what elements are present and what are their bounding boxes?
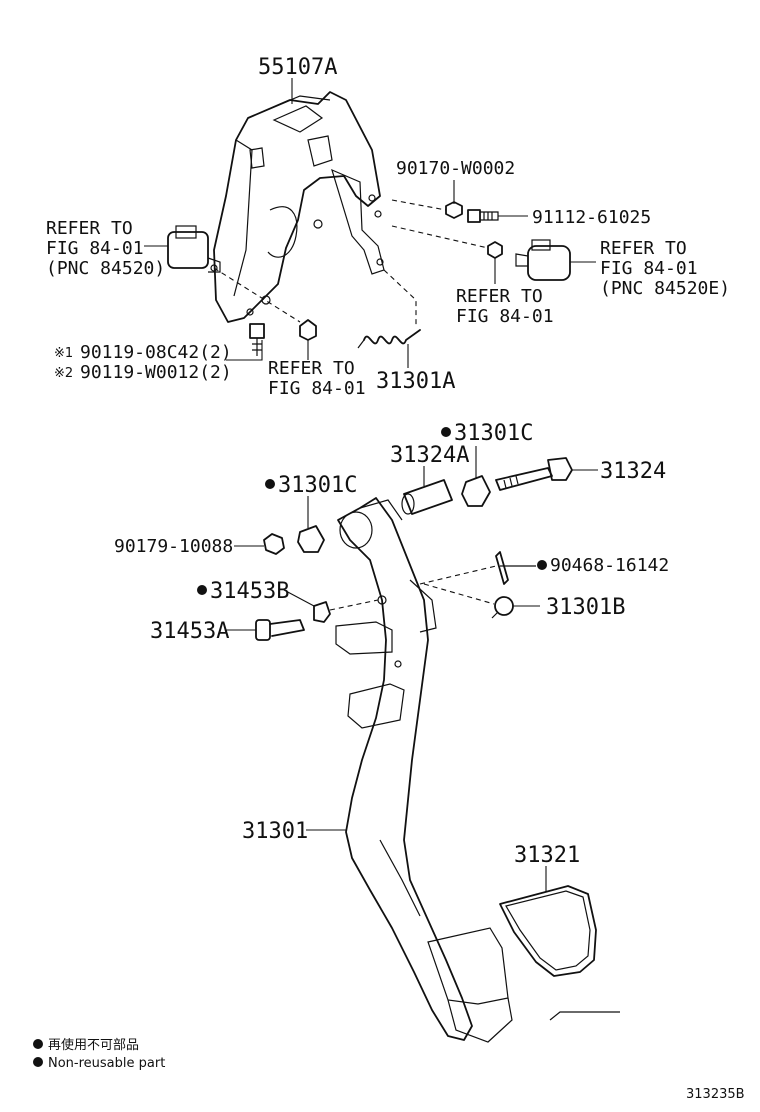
label-31324a: 31324A [390, 443, 469, 468]
bushing-31453b[interactable] [313, 601, 331, 623]
label-refer-low-2: FIG 84-01 [268, 378, 366, 399]
cushion-31301b[interactable] [491, 596, 514, 619]
label-31321: 31321 [514, 843, 580, 868]
label-31301c-left: 31301C [278, 473, 357, 498]
bracket-55107a[interactable] [213, 91, 385, 323]
bolt-90119[interactable] [249, 323, 265, 356]
dash-nut-90170 [391, 199, 447, 211]
dash-switch-left [213, 267, 301, 323]
leader-31453b [283, 589, 315, 607]
dash-nut-mid [391, 225, 489, 249]
label-90119b-mark: ※2 [54, 366, 73, 381]
non-reusable-dot-31453b [197, 585, 207, 595]
pedal-arm-31301[interactable] [335, 497, 513, 1043]
label-90119a: 90119-08C42(2) [80, 342, 232, 363]
spring-31301a[interactable] [357, 329, 421, 349]
label-31301b: 31301B [546, 595, 625, 620]
nut-refer-mid[interactable] [487, 241, 503, 259]
label-refer-right-2: FIG 84-01 [600, 258, 698, 279]
label-90119a-mark: ※1 [54, 346, 73, 361]
bushing-31301c-left[interactable] [297, 525, 325, 553]
bolt-31324[interactable] [495, 457, 573, 491]
label-refer-right-3: (PNC 84520E) [600, 278, 730, 299]
label-90119b: 90119-W0012(2) [80, 362, 232, 383]
nut-90179[interactable] [263, 533, 285, 555]
pedal-pad-31321[interactable] [499, 885, 597, 977]
label-90468: 90468-16142 [550, 555, 669, 576]
diagram-id: 313235B [686, 1087, 745, 1102]
pin-31453a[interactable] [255, 619, 305, 641]
label-refer-low-1: REFER TO [268, 358, 355, 379]
label-91112: 91112-61025 [532, 207, 651, 228]
dash-cushion [423, 583, 495, 605]
label-90170: 90170-W0002 [396, 158, 515, 179]
label-31301c-top: 31301C [454, 421, 533, 446]
clip-90468[interactable] [495, 551, 536, 585]
leader-90119 [226, 340, 263, 361]
legend-dot-en [33, 1057, 43, 1067]
bushing-31301c-top[interactable] [461, 475, 491, 507]
floor-outline [549, 1011, 620, 1021]
stop-lamp-switch-left[interactable] [167, 225, 221, 273]
non-reusable-dot-31301c-left [265, 479, 275, 489]
label-31453b: 31453B [210, 579, 289, 604]
label-refer-right-1: REFER TO [600, 238, 687, 259]
legend-text-en: Non-reusable part [48, 1056, 165, 1071]
dash-clip [419, 565, 497, 585]
stop-lamp-switch-right[interactable] [515, 239, 571, 281]
nut-90170[interactable] [445, 201, 463, 219]
label-31301a: 31301A [376, 369, 455, 394]
dash-spring [383, 269, 417, 328]
non-reusable-dot-31301c-top [441, 427, 451, 437]
label-90179: 90179-10088 [114, 536, 233, 557]
label-refer-left-2: FIG 84-01 [46, 238, 144, 259]
nut-refer-low[interactable] [299, 319, 317, 341]
label-31453a: 31453A [150, 619, 229, 644]
label-31324: 31324 [600, 459, 666, 484]
legend-text-jp: 再使用不可部品 [48, 1037, 139, 1053]
label-refer-mid-1: REFER TO [456, 286, 543, 307]
bolt-91112[interactable] [467, 209, 499, 223]
label-refer-left-1: REFER TO [46, 218, 133, 239]
label-55107a: 55107A [258, 55, 337, 80]
dash-31453b [329, 599, 379, 611]
legend-dot-jp [33, 1039, 43, 1049]
label-refer-mid-2: FIG 84-01 [456, 306, 554, 327]
non-reusable-dot-90468 [537, 560, 547, 570]
label-refer-left-3: (PNC 84520) [46, 258, 165, 279]
label-31301: 31301 [242, 819, 308, 844]
collar-31324a[interactable] [401, 479, 453, 515]
